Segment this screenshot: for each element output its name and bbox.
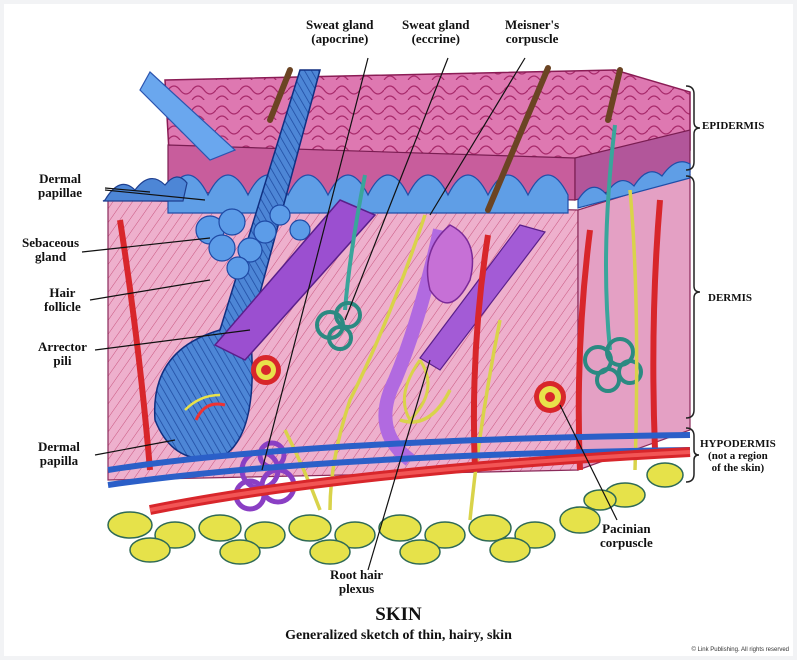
label-root-hair-line1: Root hair — [330, 568, 383, 582]
diagram-subtitle: Generalized sketch of thin, hairy, skin — [0, 628, 797, 644]
label-meisner-corpuscle: Meisner's corpuscle — [505, 18, 559, 46]
label-sebaceous-line2: gland — [22, 250, 79, 264]
label-sweat-gland-eccrine: Sweat gland (eccrine) — [402, 18, 470, 46]
label-dermal-papillae: Dermal papillae — [38, 172, 82, 200]
label-dermal-papilla-line1: Dermal — [38, 440, 80, 454]
label-sebaceous-line1: Sebaceous — [22, 236, 79, 250]
label-dermis: DERMIS — [708, 292, 752, 304]
label-sweat-gland-apocrine-line2: (apocrine) — [306, 32, 374, 46]
label-pacinian-line1: Pacinian — [600, 522, 653, 536]
label-hypodermis-line3: of the skin) — [700, 462, 776, 474]
label-hypodermis-line2: (not a region — [700, 450, 776, 462]
label-dermal-papillae-line2: papillae — [38, 186, 82, 200]
label-meisner-line2: corpuscle — [505, 32, 559, 46]
copyright-notice: © Link Publishing. All rights reserved — [692, 647, 789, 653]
diagram-title: SKIN — [0, 604, 797, 626]
label-hypodermis: HYPODERMIS (not a region of the skin) — [700, 438, 776, 474]
label-dermal-papillae-line1: Dermal — [38, 172, 82, 186]
label-sweat-gland-eccrine-line1: Sweat gland — [402, 18, 470, 32]
label-sweat-gland-eccrine-line2: (eccrine) — [402, 32, 470, 46]
label-dermal-papilla: Dermal papilla — [38, 440, 80, 468]
label-sweat-gland-apocrine: Sweat gland (apocrine) — [306, 18, 374, 46]
label-arrector-line2: pili — [38, 354, 87, 368]
label-meisner-line1: Meisner's — [505, 18, 559, 32]
pacinian-corpuscle-left — [251, 355, 281, 385]
label-hair-follicle-line1: Hair — [44, 286, 81, 300]
label-root-hair-line2: plexus — [330, 582, 383, 596]
label-dermal-papilla-line2: papilla — [38, 454, 80, 468]
label-root-hair-plexus: Root hair plexus — [330, 568, 383, 596]
label-epidermis: EPIDERMIS — [702, 120, 764, 132]
label-sweat-gland-apocrine-line1: Sweat gland — [306, 18, 374, 32]
label-hair-follicle: Hair follicle — [44, 286, 81, 314]
label-hair-follicle-line2: follicle — [44, 300, 81, 314]
label-pacinian-corpuscle: Pacinian corpuscle — [600, 522, 653, 550]
label-arrector-line1: Arrector — [38, 340, 87, 354]
label-sebaceous-gland: Sebaceous gland — [22, 236, 79, 264]
label-pacinian-line2: corpuscle — [600, 536, 653, 550]
label-arrector-pili: Arrector pili — [38, 340, 87, 368]
label-hypodermis-line1: HYPODERMIS — [700, 438, 776, 450]
